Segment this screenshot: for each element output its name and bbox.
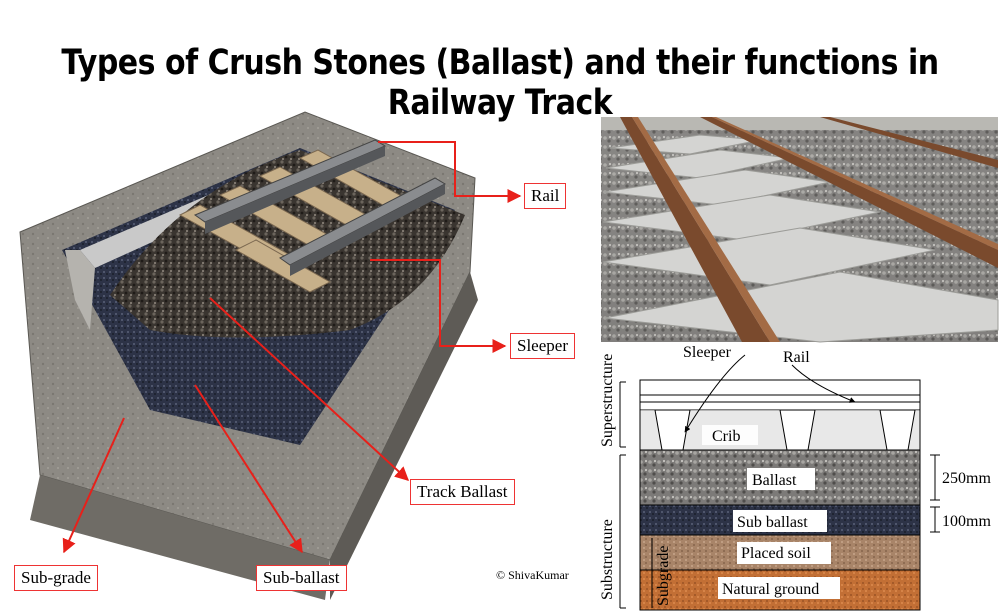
ballast-label: Ballast [752,472,797,489]
railway-track-photo [601,117,999,343]
dim-250mm: 250mm [942,470,991,487]
track-layer-section-diagram: Sleeper Rail Crib Ballast Sub ballast Pl… [599,344,991,611]
substructure-label: Substructure [599,519,616,600]
track-cross-section-illustration [19,111,478,600]
crib-label: Crib [712,428,740,445]
superstructure-label: Superstructure [599,354,616,447]
section-sleeper-label: Sleeper [683,344,732,361]
dim-100mm: 100mm [942,513,991,530]
section-rail-label: Rail [783,349,810,366]
sub-ballast-leader [194,384,303,554]
natural-ground-label: Natural ground [722,581,819,598]
sleeper-leader [370,259,507,353]
sleeper-label: Sleeper [510,333,575,359]
sub-grade-leader [62,417,125,554]
sub-ballast-layer-label: Sub ballast [737,514,808,531]
subgrade-label: Subgrade [655,546,672,606]
placed-soil-label: Placed soil [741,545,811,562]
label-leaders [62,141,522,554]
sub-ballast-label: Sub-ballast [256,565,347,591]
track-ballast-leader [209,297,410,481]
track-ballast-label: Track Ballast [410,479,515,505]
credit-text: © ShivaKumar [496,568,569,582]
rail-leader [378,141,522,203]
rail-label: Rail [524,183,567,209]
sub-grade-label: Sub-grade [14,565,98,591]
page-title: Types of Crush Stones (Ballast) and thei… [61,42,939,124]
